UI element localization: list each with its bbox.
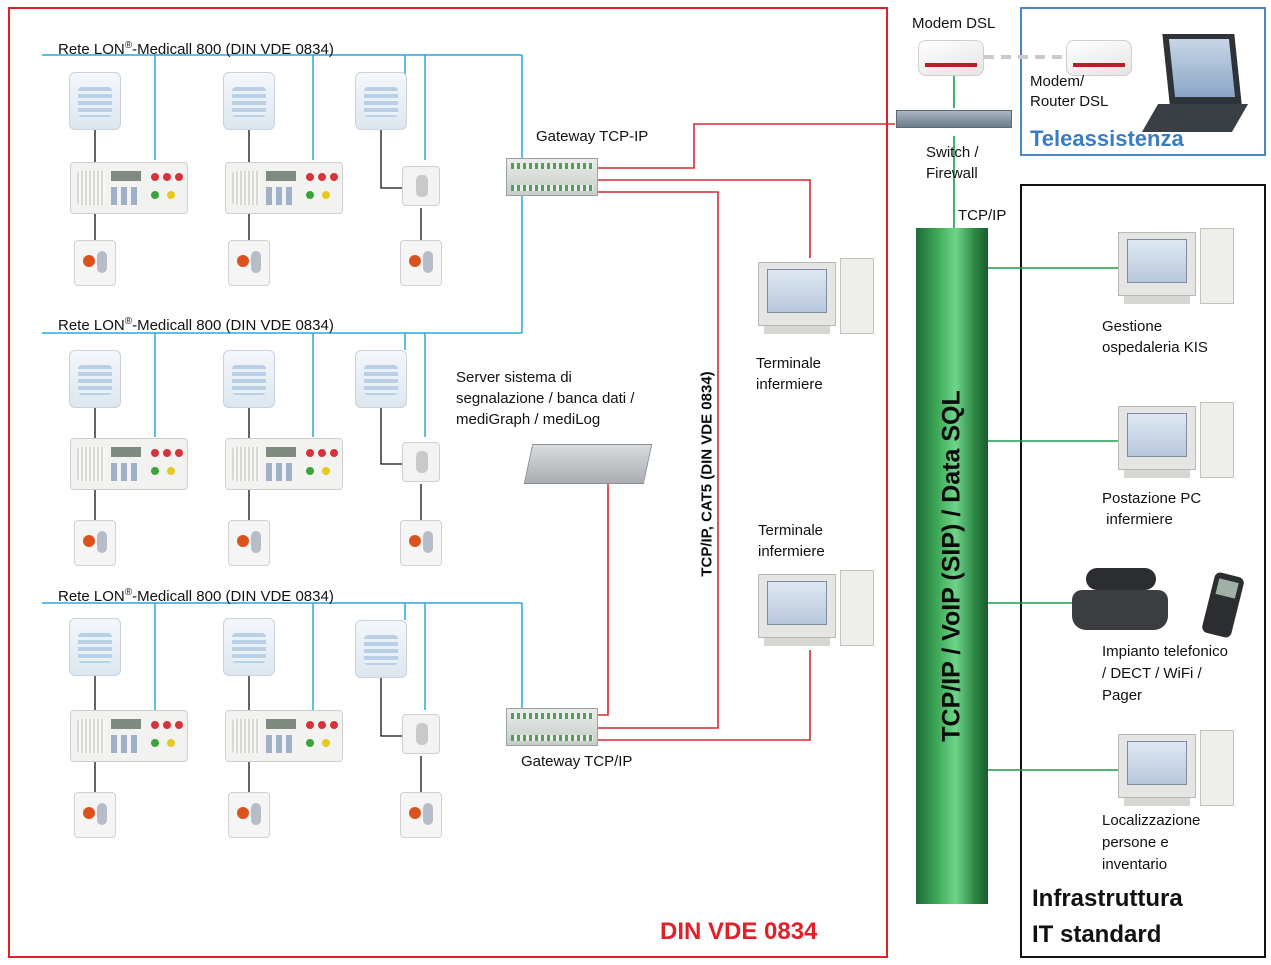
call-button-icon: [402, 442, 440, 482]
gateway-icon: [506, 708, 598, 746]
phone-label-line1: Impianto telefonico: [1102, 643, 1228, 660]
gateway-top-label: Gateway TCP-IP: [536, 128, 649, 145]
call-button-icon: [402, 166, 440, 206]
kis-label-line1: Gestione: [1102, 318, 1163, 335]
router-label-line1: Modem/: [1030, 73, 1085, 90]
room-terminal-icon: [225, 162, 343, 214]
phone-label-line3: Pager: [1102, 687, 1143, 704]
pull-cord-icon: [228, 520, 270, 566]
nurse-pc-icon: [1118, 402, 1238, 482]
terminal-upper-line2: infermiere: [756, 376, 823, 393]
localization-label-line3: inventario: [1102, 856, 1168, 873]
room-terminal-icon: [70, 162, 188, 214]
ceiling-sensor-icon: [69, 72, 121, 130]
teleassistance-title: Teleassistenza: [1030, 126, 1184, 151]
room-terminal-icon: [70, 710, 188, 762]
lon-network-label-3: Rete LON®-Medicall 800 (DIN VDE 0834): [58, 587, 334, 605]
nurse-terminal-pc-icon: [758, 258, 878, 338]
switch-icon: [896, 110, 1012, 128]
pull-cord-icon: [74, 240, 116, 286]
ceiling-sensor-icon: [355, 350, 407, 408]
pull-cord-icon: [228, 240, 270, 286]
pull-cord-icon: [228, 792, 270, 838]
ceiling-sensor-icon: [69, 618, 121, 676]
lon-network-label-1: Rete LON®-Medicall 800 (DIN VDE 0834): [58, 40, 334, 58]
teleassistance-frame: [1020, 7, 1266, 156]
switch-label-line2: Firewall: [926, 165, 978, 182]
it-infrastructure-title-line1: Infrastruttura: [1032, 885, 1183, 912]
call-button-icon: [402, 714, 440, 754]
modem-dsl-label: Modem DSL: [912, 15, 996, 32]
it-infrastructure-frame: [1020, 184, 1266, 958]
cable-label: TCP/IP, CAT5 (DIN VDE 0834): [698, 371, 716, 577]
ceiling-sensor-icon: [223, 72, 275, 130]
kis-label-line2: ospedaleria KIS: [1102, 339, 1208, 356]
ceiling-sensor-icon: [223, 618, 275, 676]
server-icon: [523, 444, 653, 484]
din-vde-zone-frame: [8, 7, 888, 958]
gateway-bottom-label: Gateway TCP/IP: [521, 753, 633, 770]
it-backbone-bus: [916, 228, 988, 904]
room-terminal-icon: [225, 438, 343, 490]
nurse-pc-label-line2: infermiere: [1102, 511, 1173, 528]
gateway-icon: [506, 158, 598, 196]
phone-label-line2: / DECT / WiFi /: [1102, 665, 1202, 682]
nurse-terminal-pc-icon: [758, 570, 878, 650]
bus-label: TCP/IP / VoIP (SIP) / Data SQL: [937, 390, 966, 742]
room-terminal-icon: [70, 438, 188, 490]
ceiling-sensor-icon: [355, 620, 407, 678]
router-icon: [1066, 40, 1132, 76]
pull-cord-icon: [400, 792, 442, 838]
router-label-line2: Router DSL: [1030, 93, 1109, 110]
lon-network-label-2: Rete LON®-Medicall 800 (DIN VDE 0834): [58, 316, 334, 334]
modem-icon: [918, 40, 984, 76]
pull-cord-icon: [74, 520, 116, 566]
nurse-pc-label-line1: Postazione PC: [1102, 490, 1202, 507]
terminal-lower-line2: infermiere: [758, 543, 825, 560]
server-label-line2: segnalazione / banca dati /: [456, 390, 635, 407]
ceiling-sensor-icon: [355, 72, 407, 130]
server-label-line3: mediGraph / mediLog: [456, 411, 601, 428]
terminal-lower-line1: Terminale: [758, 522, 824, 539]
localization-pc-icon: [1118, 730, 1238, 810]
pull-cord-icon: [74, 792, 116, 838]
din-vde-zone-title: DIN VDE 0834: [660, 918, 818, 945]
it-infrastructure-title-line2: IT standard: [1032, 921, 1162, 948]
localization-label-line2: persone e: [1102, 834, 1169, 851]
pull-cord-icon: [400, 240, 442, 286]
kis-server-pc-icon: [1118, 228, 1238, 308]
pull-cord-icon: [400, 520, 442, 566]
room-terminal-icon: [225, 710, 343, 762]
ceiling-sensor-icon: [223, 350, 275, 408]
switch-label-line1: Switch /: [926, 144, 979, 161]
server-label-line1: Server sistema di: [456, 369, 572, 386]
localization-label-line1: Localizzazione: [1102, 812, 1201, 829]
uplink-label: TCP/IP: [958, 207, 1007, 224]
ceiling-sensor-icon: [69, 350, 121, 408]
laptop-icon: [1141, 34, 1249, 134]
desk-phone-icon: [1072, 568, 1176, 632]
terminal-upper-line1: Terminale: [756, 355, 822, 372]
